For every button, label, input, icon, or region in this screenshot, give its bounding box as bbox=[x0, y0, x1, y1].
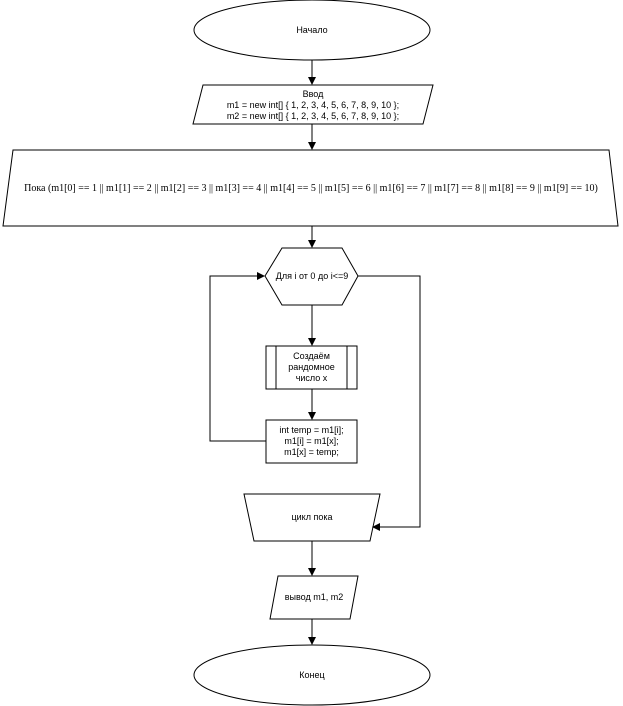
input-shape bbox=[192, 84, 434, 125]
output-shape bbox=[269, 575, 359, 620]
end-label: Конец bbox=[299, 669, 325, 680]
for-loop-shape bbox=[264, 247, 359, 306]
while-condition-label: Пока (m1[0] == 1 || m1[1] == 2 || m1[2] … bbox=[24, 182, 598, 194]
arrow-for-exit bbox=[358, 275, 421, 531]
arrow-swap-loop-back bbox=[209, 272, 266, 442]
loop-end-label: цикл пока bbox=[291, 511, 333, 522]
output-label: вывод m1, m2 bbox=[284, 591, 344, 602]
loop-end-shape bbox=[243, 493, 381, 542]
end-shape bbox=[193, 644, 431, 706]
while-shape bbox=[2, 149, 619, 227]
subprocess-label: Создаём рандомное число x bbox=[288, 351, 335, 383]
swap-label: int temp = m1[i]; m1[i] = m1[x]; m1[x] =… bbox=[279, 425, 344, 457]
input-label: Ввод m1 = new int[] { 1, 2, 3, 4, 5, 6, … bbox=[226, 88, 400, 121]
subprocess-shape bbox=[265, 345, 358, 390]
for-loop-label: Для i от 0 до i<=9 bbox=[275, 270, 349, 281]
start-label: Начало bbox=[296, 24, 328, 35]
